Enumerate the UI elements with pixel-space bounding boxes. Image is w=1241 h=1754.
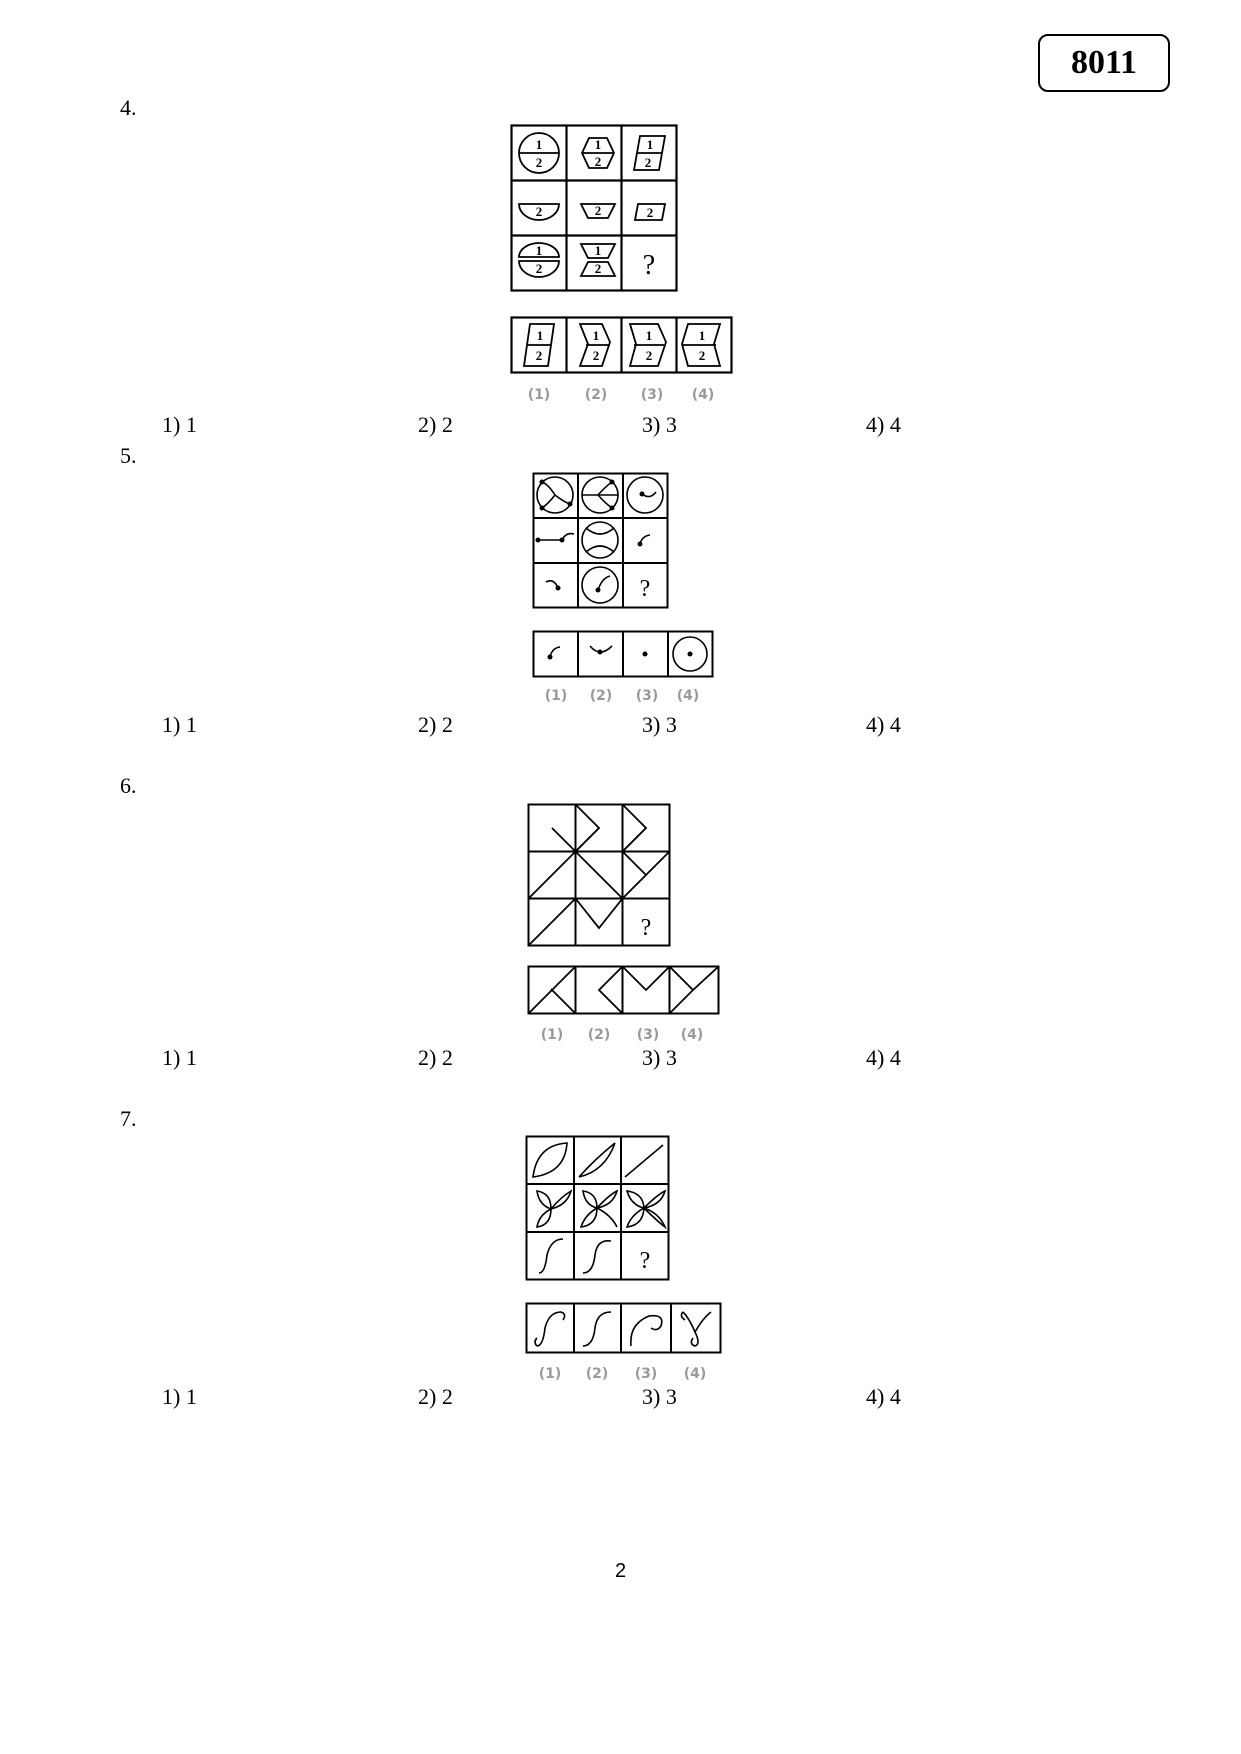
answer-label: (1) xyxy=(528,387,551,403)
answer-label: (3) xyxy=(636,688,659,704)
answer-label: (4) xyxy=(681,1027,704,1043)
option-2[interactable]: 2) 2 xyxy=(418,712,453,737)
fraction-bottom: 2 xyxy=(645,155,652,170)
option-1[interactable]: 1) 1 xyxy=(162,1384,197,1409)
question-5-answer-figures: (1) (2) (3) (4) xyxy=(532,630,714,704)
answer-label: (4) xyxy=(692,387,715,403)
fraction-top: 1 xyxy=(699,328,706,343)
option-1[interactable]: 1) 1 xyxy=(162,712,197,737)
answer-label: (2) xyxy=(590,688,613,704)
fraction-bottom: 2 xyxy=(536,261,543,276)
option-4[interactable]: 4) 4 xyxy=(866,412,901,437)
answer-label: (2) xyxy=(585,387,608,403)
fraction-top: 1 xyxy=(536,137,543,152)
fraction-bottom: 2 xyxy=(699,348,706,363)
fraction-bottom: 2 xyxy=(593,348,600,363)
fraction-top: 1 xyxy=(595,243,602,258)
page-number: 2 xyxy=(614,1560,627,1582)
option-4[interactable]: 4) 4 xyxy=(866,1384,901,1409)
answer-label: (2) xyxy=(588,1027,611,1043)
option-4[interactable]: 4) 4 xyxy=(866,712,901,737)
question-6-answer-figures: (1) (2) (3) (4) xyxy=(527,965,720,1043)
fraction-bottom: 2 xyxy=(647,205,654,220)
paper-code: 8011 xyxy=(1070,44,1138,81)
option-1[interactable]: 1) 1 xyxy=(162,412,197,437)
answer-label: (1) xyxy=(539,1366,562,1382)
answer-label: (3) xyxy=(641,387,664,403)
answer-label: (4) xyxy=(684,1366,707,1382)
fraction-top: 1 xyxy=(647,137,654,152)
option-1[interactable]: 1) 1 xyxy=(162,1045,197,1070)
fraction-bottom: 2 xyxy=(536,348,543,363)
question-mark: ? xyxy=(641,915,652,941)
question-5-number: 5. xyxy=(120,443,137,468)
fraction-bottom: 2 xyxy=(595,203,602,218)
answer-label: (2) xyxy=(586,1366,609,1382)
option-3[interactable]: 3) 3 xyxy=(642,412,677,437)
option-2[interactable]: 2) 2 xyxy=(418,1045,453,1070)
question-4-answer-figures: 1 2 1 2 1 2 1 2 (1) (2) (3) (4) xyxy=(510,316,733,403)
answer-label: (3) xyxy=(635,1366,658,1382)
question-mark: ? xyxy=(640,576,651,602)
question-4-figure-grid: 1 2 1 2 1 2 2 2 2 1 2 1 2 ? xyxy=(510,124,678,292)
fraction-bottom: 2 xyxy=(595,154,602,169)
fraction-bottom: 2 xyxy=(646,348,653,363)
question-mark: ? xyxy=(640,1248,651,1274)
question-6-figure-grid: ? xyxy=(527,803,671,947)
question-mark: ? xyxy=(643,250,655,281)
option-2[interactable]: 2) 2 xyxy=(418,412,453,437)
question-7-answer-figures: (1) (2) (3) (4) xyxy=(525,1302,722,1382)
paper-code-box: 8011 xyxy=(1038,34,1170,92)
option-2[interactable]: 2) 2 xyxy=(418,1384,453,1409)
question-6-number: 6. xyxy=(120,773,137,798)
fraction-top: 1 xyxy=(646,328,653,343)
fraction-top: 1 xyxy=(595,137,602,152)
answer-label: (4) xyxy=(677,688,700,704)
question-5-figure-grid: ? xyxy=(532,472,669,609)
answer-label: (1) xyxy=(541,1027,564,1043)
fraction-top: 1 xyxy=(593,328,600,343)
option-3[interactable]: 3) 3 xyxy=(642,712,677,737)
option-3[interactable]: 3) 3 xyxy=(642,1384,677,1409)
question-7-figure-grid: ? xyxy=(525,1135,670,1281)
question-7-number: 7. xyxy=(120,1106,137,1131)
fraction-bottom: 2 xyxy=(536,204,543,219)
fraction-bottom: 2 xyxy=(595,261,602,276)
fraction-top: 1 xyxy=(536,243,543,258)
option-3[interactable]: 3) 3 xyxy=(642,1045,677,1070)
answer-label: (1) xyxy=(545,688,568,704)
fraction-top: 1 xyxy=(537,328,544,343)
question-4-number: 4. xyxy=(120,95,137,120)
answer-label: (3) xyxy=(637,1027,660,1043)
fraction-bottom: 2 xyxy=(536,155,543,170)
option-4[interactable]: 4) 4 xyxy=(866,1045,901,1070)
